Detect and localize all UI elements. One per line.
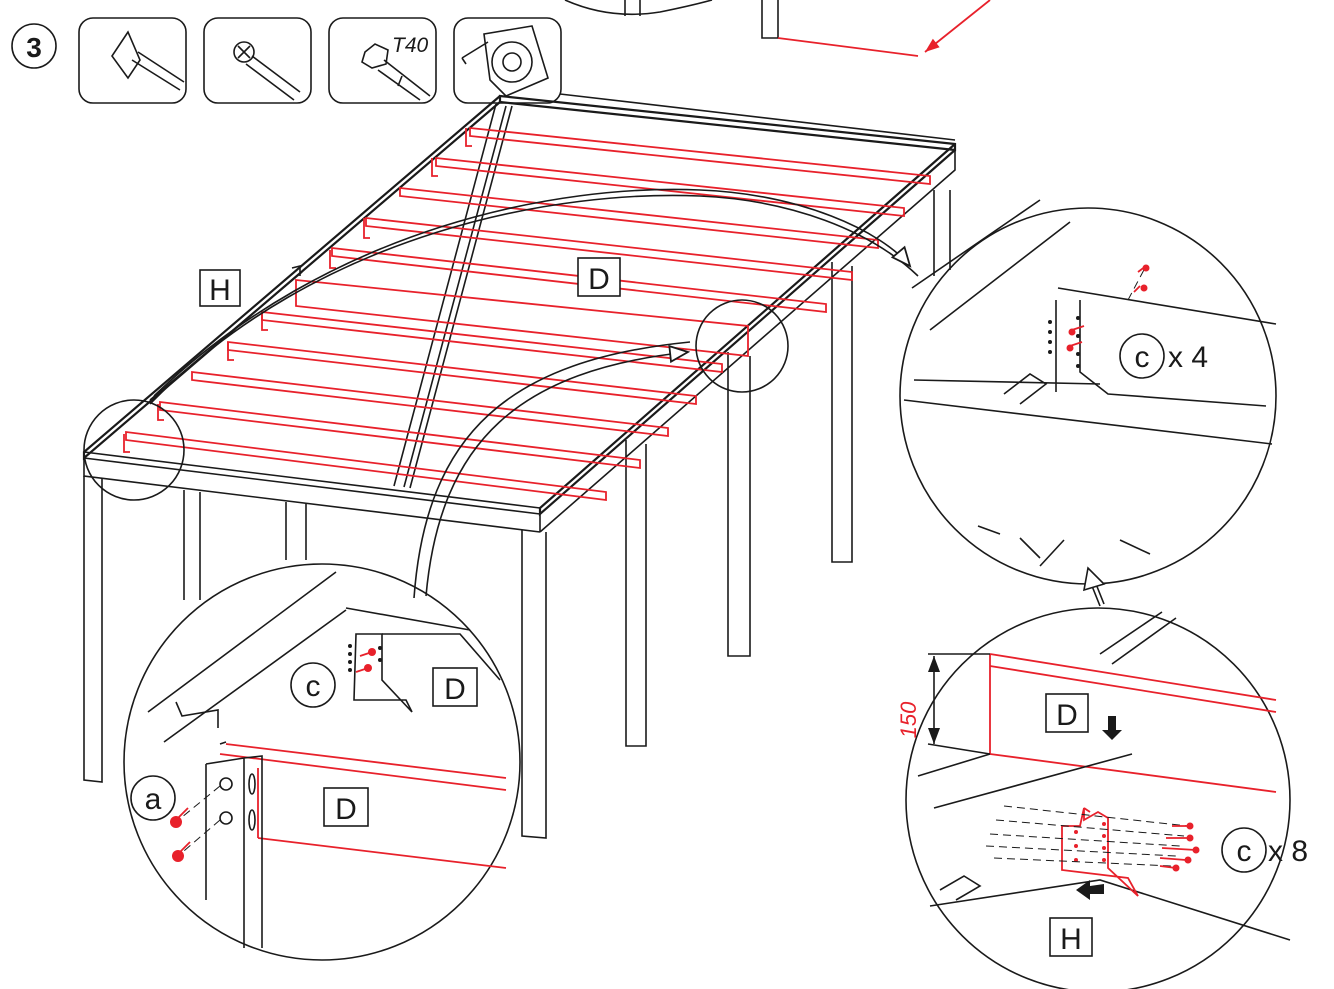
label-d-left-bottom: D xyxy=(335,793,357,826)
top-cutoff-detail xyxy=(564,0,991,57)
rafters-d xyxy=(125,127,931,502)
label-c-right-bottom: c xyxy=(1237,835,1252,868)
label-c-qty-right-bottom: x 8 xyxy=(1268,835,1308,868)
callout-arrow-right-up-head xyxy=(1082,566,1106,592)
screwdriver-icon xyxy=(233,41,301,101)
label-d-left-bottom-box xyxy=(323,787,369,827)
callout-arrow-top-inner xyxy=(153,188,912,397)
label-h-right-bottom-box xyxy=(1049,917,1093,957)
hammer-icon xyxy=(111,30,185,91)
label-a: a xyxy=(145,783,162,816)
joist-hangers-c xyxy=(123,128,472,453)
tape-measure-icon xyxy=(461,25,549,97)
dimension-150: 150 xyxy=(896,701,921,738)
torx-bit-icon xyxy=(361,43,431,101)
part-label-d-box xyxy=(577,257,621,297)
tool-tape-measure xyxy=(453,17,562,104)
step-number-badge: 3 xyxy=(11,23,57,69)
label-d-left-top: D xyxy=(444,673,466,706)
tool-screwdriver xyxy=(203,17,312,104)
part-label-d: D xyxy=(588,263,610,296)
detail-right-top xyxy=(899,199,1277,585)
label-c-right-top-circle xyxy=(1119,333,1165,379)
label-c-right-top: c xyxy=(1135,341,1150,374)
callout-arrow-left-detail xyxy=(425,344,691,597)
detail-callout-right xyxy=(695,299,789,393)
label-d-left-top-box xyxy=(432,667,478,707)
label-c-left-circle xyxy=(290,662,336,708)
tool-torx-bit: T40 xyxy=(328,17,437,104)
tool-hammer xyxy=(78,17,187,104)
detail-callout-left xyxy=(83,399,185,501)
detail-left-bottom xyxy=(123,563,521,961)
callout-arrow-right-up xyxy=(1091,583,1105,607)
label-a-circle xyxy=(130,775,176,821)
label-d-right-bottom-box xyxy=(1045,693,1089,733)
torx-size-label: T40 xyxy=(392,34,429,57)
step-number: 3 xyxy=(26,32,42,63)
label-d-right-bottom: D xyxy=(1056,699,1078,732)
label-c-qty-right-top: x 4 xyxy=(1168,341,1208,374)
part-label-h-box xyxy=(199,269,241,307)
label-c-right-bottom-circle xyxy=(1221,827,1267,873)
label-c-left: c xyxy=(306,670,321,703)
label-h-right-bottom: H xyxy=(1060,923,1082,956)
detail-right-bottom xyxy=(905,607,1291,989)
callout-arrow-top xyxy=(149,194,919,405)
part-label-h: H xyxy=(209,274,231,307)
callout-arrow-left-detail-outer xyxy=(413,341,691,599)
